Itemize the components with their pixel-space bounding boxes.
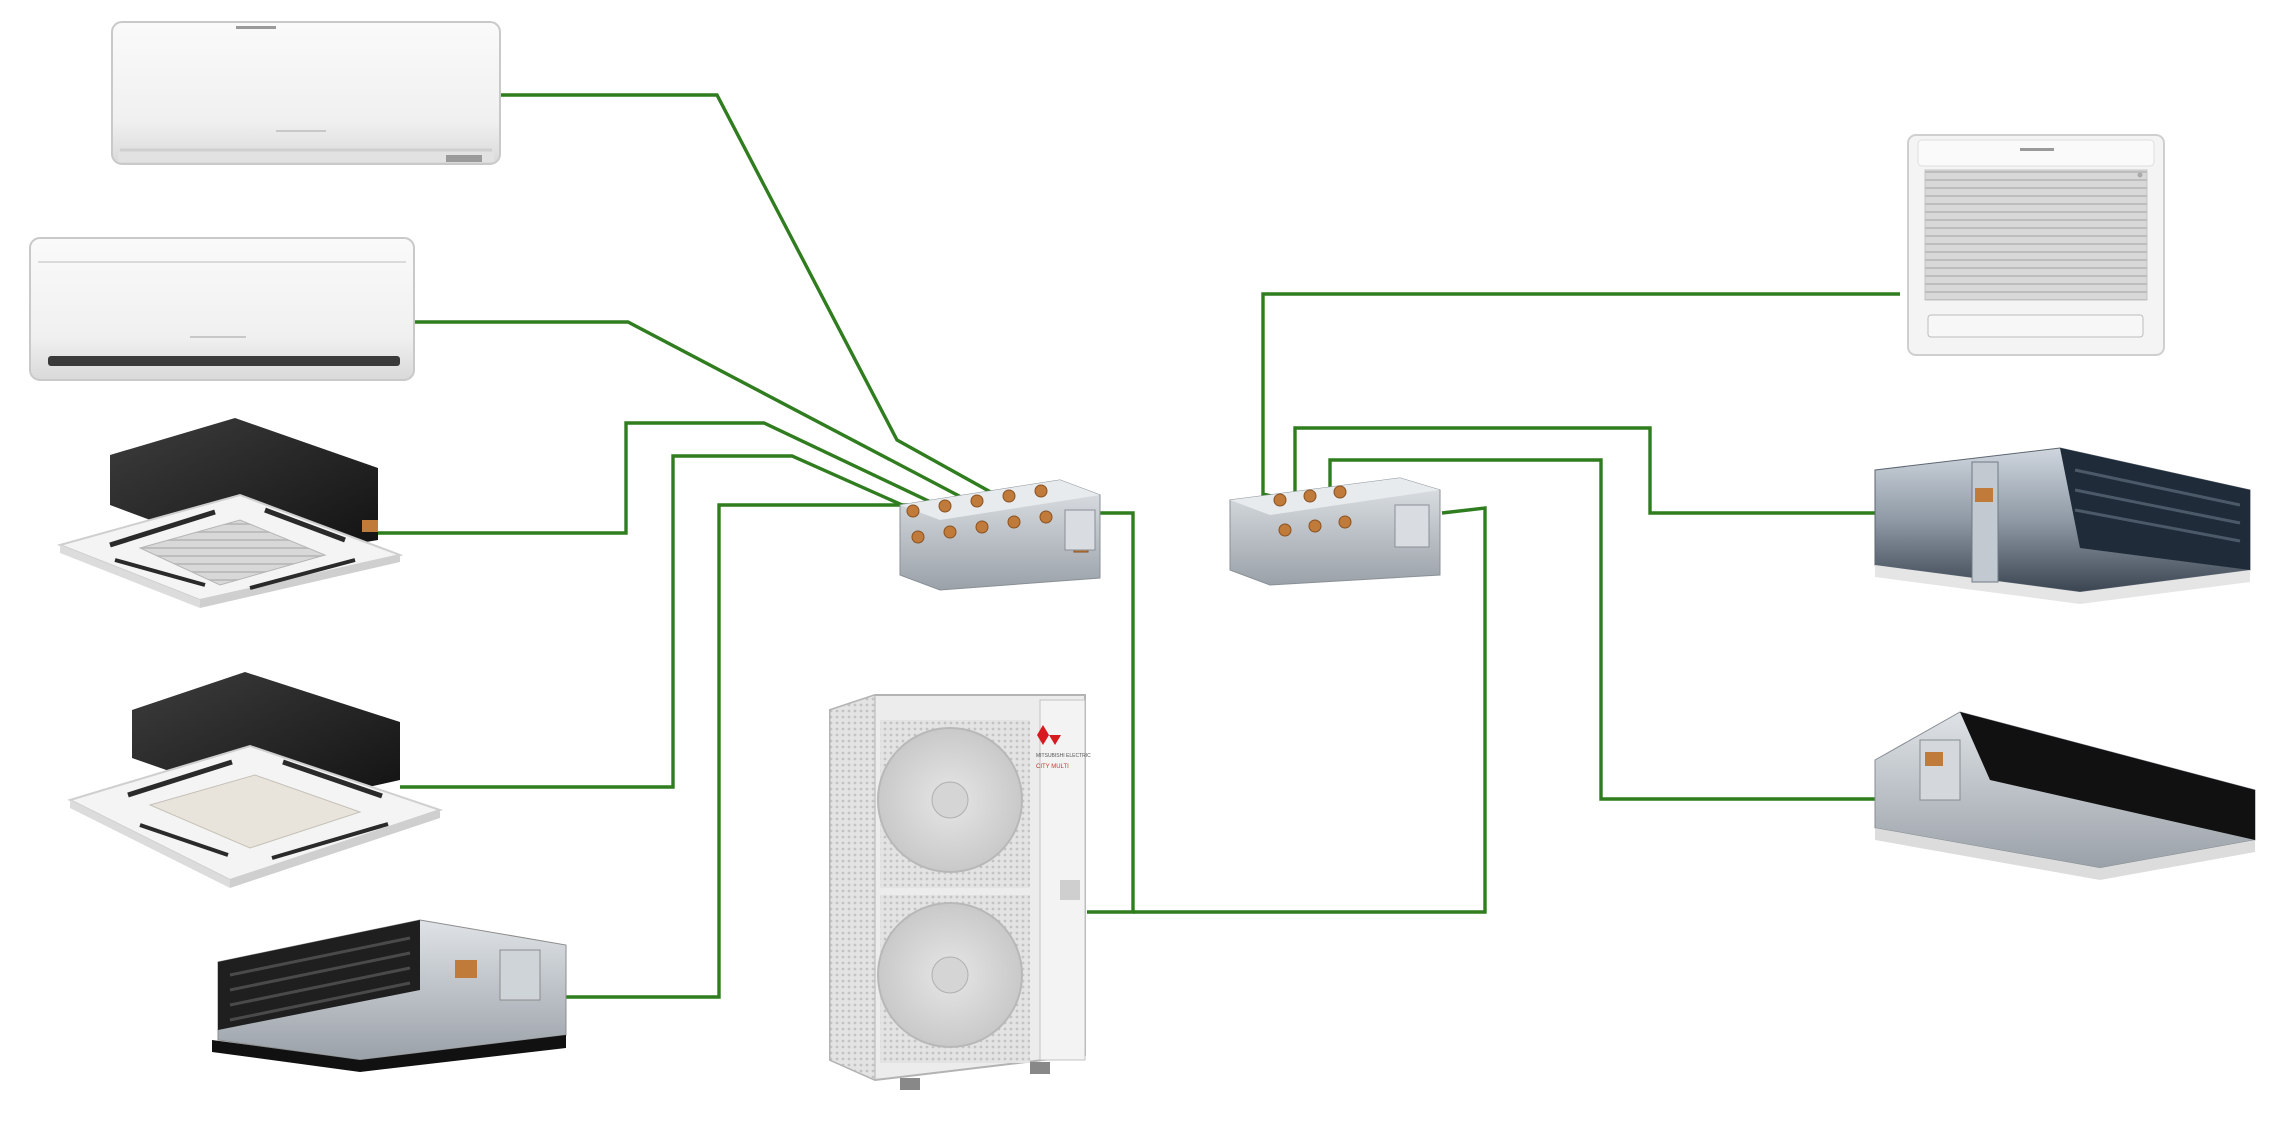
pipe-cassette-2 — [400, 454, 937, 789]
wall-mounted-unit-1 — [111, 21, 501, 165]
wall-mounted-unit-2 — [29, 237, 415, 381]
mitsubishi-logo-icon — [1037, 725, 1061, 745]
series-label: CITY MULTI — [1036, 764, 1069, 770]
cassette-unit-1 — [56, 418, 404, 608]
pipe-ducted-3 — [1328, 458, 1875, 801]
pipe-ducted-2 — [1293, 426, 1875, 515]
pipe-outdoor-to-left-box — [1087, 511, 1135, 914]
pipe-wall-unit-1 — [500, 93, 1006, 502]
branch-box-left — [899, 479, 1101, 591]
cassette-unit-2 — [67, 672, 444, 888]
floor-console-unit — [1907, 134, 2165, 356]
pipe-ducted-1 — [566, 503, 908, 999]
pipe-wall-unit-2 — [414, 320, 983, 510]
pipe-floor-console — [1261, 292, 1900, 500]
ducted-unit-3 — [1874, 711, 2256, 880]
branch-box-right — [1229, 477, 1441, 586]
pipe-cassette-1 — [378, 421, 959, 535]
pipe-outdoor-to-right-box — [1133, 506, 1487, 914]
outdoor-condensing-unit: MITSUBISHI ELECTRIC CITY MULTI — [829, 694, 1091, 1090]
refrigerant-pipes — [378, 93, 1900, 999]
ducted-unit-2 — [1874, 447, 2251, 604]
ducted-unit-1 — [212, 919, 567, 1072]
brand-label: MITSUBISHI ELECTRIC — [1036, 753, 1091, 759]
